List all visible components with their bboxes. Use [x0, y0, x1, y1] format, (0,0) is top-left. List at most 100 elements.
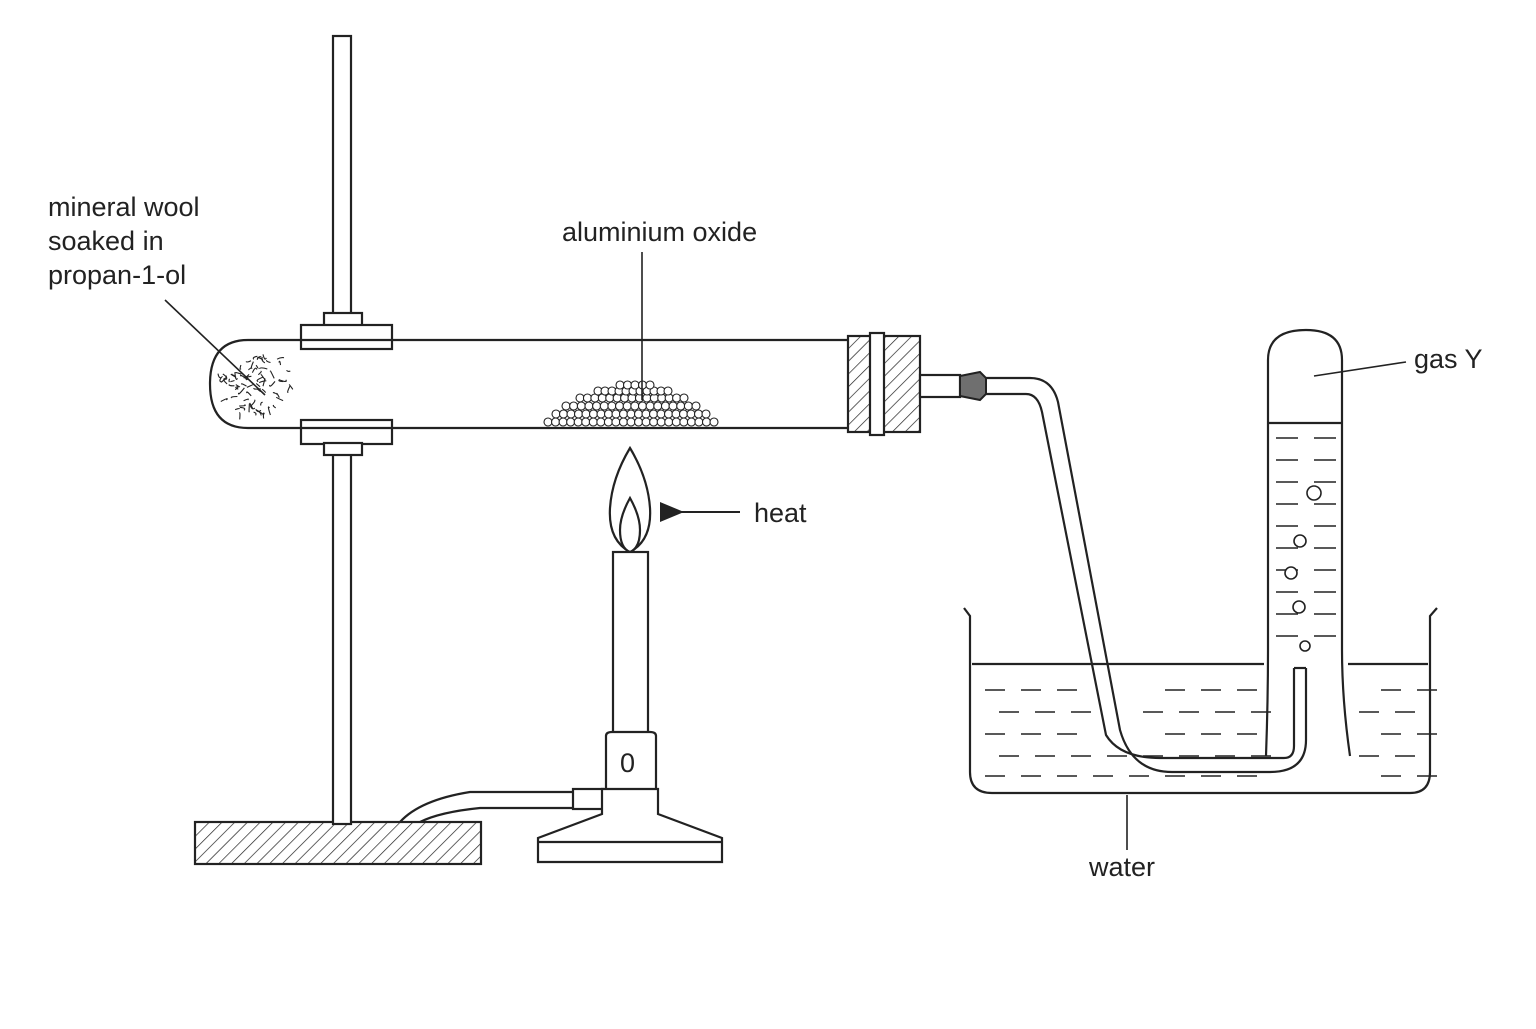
stand-base: [195, 822, 481, 864]
wool-fibre: [252, 368, 257, 372]
pellet: [695, 418, 703, 426]
pellet: [552, 410, 560, 418]
wool-fibre: [270, 371, 274, 378]
wool-fibre: [244, 399, 249, 401]
pellet: [661, 402, 669, 410]
gas-bubble: [1293, 601, 1305, 613]
aluminium-oxide-pellets: [544, 381, 718, 426]
bunsen-burner: 0: [400, 448, 722, 862]
leader-mineral-wool: [165, 300, 265, 395]
pellet: [680, 410, 688, 418]
pellet: [624, 381, 632, 389]
pellet: [585, 402, 593, 410]
pellet: [642, 410, 650, 418]
pellet: [597, 418, 605, 426]
delivery-tube-outer-wall: [986, 378, 1306, 772]
pellet: [692, 402, 700, 410]
gas-bubble: [1285, 567, 1297, 579]
delivery-tube-inner-wall-2: [986, 394, 1294, 758]
wool-fibre: [277, 358, 284, 360]
stand-rod-upper: [333, 36, 351, 314]
label-mineral-wool-line3: propan-1-ol: [48, 260, 186, 290]
pellet: [608, 402, 616, 410]
pellet: [631, 402, 639, 410]
tube-water-dashes: [1276, 438, 1336, 636]
pellet: [600, 402, 608, 410]
gas-bubbles: [1285, 486, 1321, 651]
pellet: [680, 394, 688, 402]
pellet: [567, 418, 575, 426]
wool-fibre: [231, 397, 237, 399]
pellet: [583, 394, 591, 402]
pellet: [665, 418, 673, 426]
pellet: [559, 418, 567, 426]
wool-fibre: [263, 354, 266, 359]
pellet: [677, 402, 685, 410]
pellet: [616, 402, 624, 410]
label-aluminium-oxide: aluminium oxide: [562, 217, 757, 400]
wool-fibre: [268, 407, 270, 415]
wool-fibre: [276, 397, 283, 400]
label-water: water: [1088, 795, 1155, 882]
pellet: [590, 410, 598, 418]
pellet: [673, 394, 681, 402]
wool-fibre: [277, 393, 280, 397]
pellet: [627, 410, 635, 418]
pellet: [574, 418, 582, 426]
pellet: [635, 418, 643, 426]
wool-fibre: [218, 374, 223, 378]
leader-gas-y: [1314, 362, 1406, 376]
label-mineral-wool: mineral wool soaked in propan-1-ol: [48, 192, 265, 395]
wool-fibre: [238, 388, 244, 394]
label-mineral-wool-line1: mineral wool: [48, 192, 200, 222]
wool-fibre: [259, 368, 267, 369]
clamp-bottom: [301, 420, 392, 444]
pellet: [560, 410, 568, 418]
pellet: [687, 410, 695, 418]
wool-fibre: [231, 381, 235, 382]
wool-fibre: [251, 362, 253, 369]
pellet: [612, 418, 620, 426]
wool-fibre: [263, 413, 264, 418]
pellet: [680, 418, 688, 426]
pellet: [623, 402, 631, 410]
pellet: [582, 418, 590, 426]
wool-fibre: [259, 381, 266, 383]
trough-walls: [964, 608, 1437, 793]
pellet: [646, 402, 654, 410]
pellet: [642, 418, 650, 426]
label-heat-text: heat: [754, 498, 807, 528]
pellet: [570, 402, 578, 410]
pellet: [577, 402, 585, 410]
pellet: [657, 418, 665, 426]
wool-fibre: [239, 413, 240, 420]
pellet: [657, 410, 665, 418]
pellet: [650, 418, 658, 426]
pellet: [631, 381, 639, 389]
pellet: [650, 410, 658, 418]
wool-fibre: [247, 392, 252, 396]
pellet: [575, 410, 583, 418]
pellet: [576, 394, 584, 402]
pellet: [635, 410, 643, 418]
pellet: [654, 402, 662, 410]
label-water-text: water: [1088, 852, 1155, 882]
pellet: [616, 381, 624, 389]
pellet: [695, 410, 703, 418]
collection-tube-wall: [1266, 330, 1350, 756]
pellet: [646, 381, 654, 389]
water-dashes: [985, 690, 1437, 776]
gas-bubble: [1300, 641, 1310, 651]
wool-fibre: [273, 405, 275, 408]
pellet: [597, 410, 605, 418]
pellet: [672, 410, 680, 418]
pellet: [684, 402, 692, 410]
pellet: [612, 410, 620, 418]
pellet: [672, 418, 680, 426]
wool-fibre: [221, 399, 227, 402]
pellet: [552, 418, 560, 426]
collection-tube: [1266, 330, 1350, 756]
wool-fibre: [239, 405, 245, 406]
gas-bubble: [1307, 486, 1321, 500]
water-trough: [964, 608, 1437, 793]
